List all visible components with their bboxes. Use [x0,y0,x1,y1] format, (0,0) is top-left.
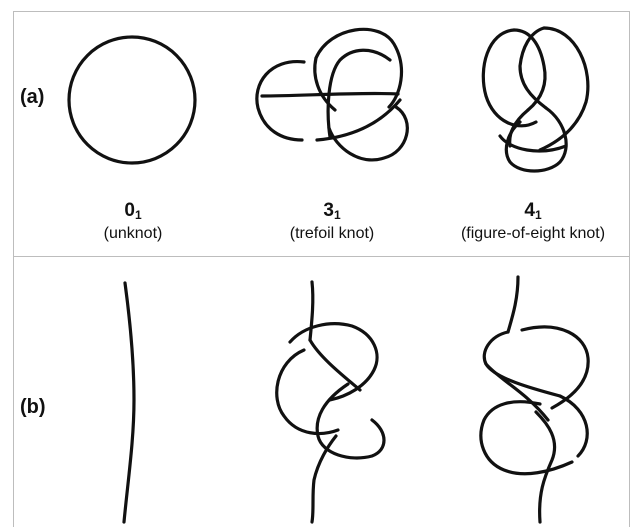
figure-eight-knot-closed [483,28,588,171]
trefoil-knot-closed [257,29,407,160]
open-figure-eight-top-tail [508,277,518,332]
open-figure-eight-strand-2 [560,396,587,456]
figure-eight-cross-3 [510,110,528,146]
open-trefoil-upper-lobe [290,324,377,400]
open-trefoil-top-tail [310,282,313,340]
trefoil-lobe-left [257,62,304,140]
trefoil-knot-open [277,282,384,522]
open-unknot-strand [124,283,134,522]
figure-eight-knot-open [481,277,588,522]
open-figure-eight-cross [486,364,548,420]
open-figure-eight-lower-loop [481,402,572,474]
trefoil-connector-4 [262,93,398,96]
trefoil-lobe-right [329,107,407,160]
open-figure-eight-strand-1 [484,332,560,396]
open-figure-eight-bottom-tail [536,412,555,522]
open-trefoil-diagonal [310,340,360,390]
unknot-circle [69,37,195,163]
